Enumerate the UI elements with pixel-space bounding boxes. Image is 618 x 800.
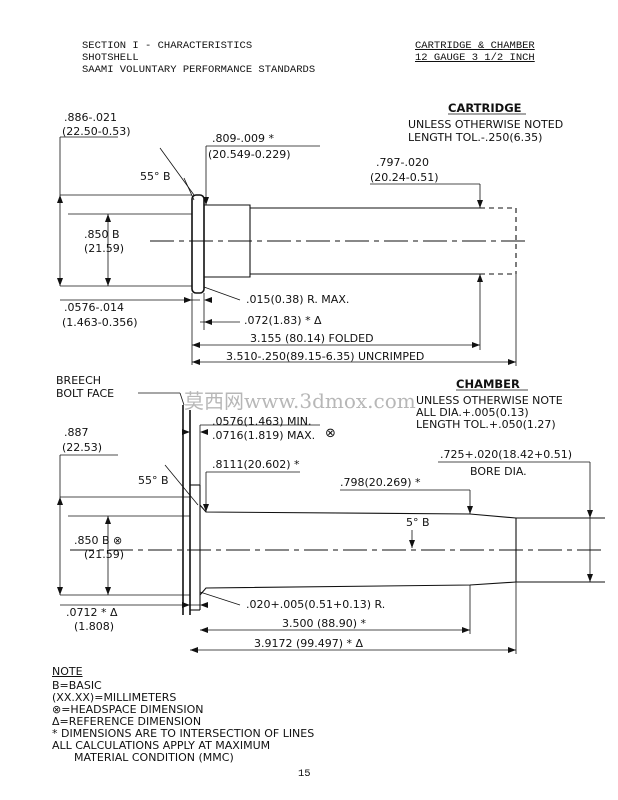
watermark: 莫西网www.3dmox.com: [184, 389, 416, 413]
bore-dia-value: .725+.020(18.42+0.51): [440, 448, 572, 461]
cartridge-tol-2: LENGTH TOL.-.250(6.35): [408, 131, 542, 144]
chamber-length-1: 3.500 (88.90) *: [282, 617, 367, 630]
body-dia-in: .809-.009 *: [212, 132, 274, 145]
headspace-symbol-icon: ⊗: [325, 426, 336, 441]
breech-label-2: BOLT FACE: [56, 387, 114, 400]
note-item: * DIMENSIONS ARE TO INTERSECTION OF LINE…: [52, 727, 315, 740]
header-subject: CARTRIDGE & CHAMBER: [415, 40, 535, 52]
chamber-tol-2: ALL DIA.+.005(0.13): [416, 406, 529, 419]
chamber-tol-1: UNLESS OTHERWISE NOTE: [416, 394, 563, 407]
chamber-length-2: 3.9172 (99.497) * Δ: [254, 637, 364, 650]
cartridge-radius: .015(0.38) R. MAX.: [246, 293, 349, 306]
chamber-radius: .020+.005(0.51+0.13) R.: [246, 598, 385, 611]
breech-label-1: BREECH: [56, 374, 101, 387]
note-item: ⊗=HEADSPACE DIMENSION: [52, 703, 204, 716]
header-gauge: 12 GAUGE 3 1/2 INCH: [415, 52, 535, 64]
body-dia-mm: (20.549-0.229): [208, 148, 291, 161]
bore-dia-label: BORE DIA.: [470, 465, 527, 478]
rim-len-in: .0712 * Δ: [66, 606, 118, 619]
chamber-drawing: [57, 392, 605, 654]
note-item: (XX.XX)=MILLIMETERS: [52, 691, 177, 704]
mouth-dia-mm: (20.24-0.51): [370, 171, 439, 184]
folded-length: 3.155 (80.14) FOLDED: [250, 332, 374, 345]
rim-thk-mm: (1.463-0.356): [62, 316, 138, 329]
base-length: .072(1.83) * Δ: [244, 314, 322, 327]
cartridge-head-dia-mm: (21.59): [84, 242, 124, 255]
note-item: ALL CALCULATIONS APPLY AT MAXIMUM: [52, 739, 271, 752]
note-item: MATERIAL CONDITION (MMC): [74, 751, 234, 764]
cone-angle: 5° B: [406, 516, 430, 529]
note-item: B=BASIC: [52, 679, 102, 692]
chamber-head-dia-mm: (21.59): [84, 548, 124, 561]
header-category: SHOTSHELL: [82, 52, 139, 64]
dia-887-mm: (22.53): [62, 441, 102, 454]
chamber-title: CHAMBER: [456, 377, 520, 391]
cartridge-angle: 55° B: [140, 170, 171, 183]
note-item: Δ=REFERENCE DIMENSION: [52, 715, 202, 728]
note-heading: NOTE: [52, 665, 83, 678]
rim-dia-mm: (22.50-0.53): [62, 125, 131, 138]
mouth-dia-in: .797-.020: [376, 156, 429, 169]
page-number: 15: [298, 768, 311, 780]
chamber-tol-3: LENGTH TOL.+.050(1.27): [416, 418, 556, 431]
rim-dia-in: .886-.021: [64, 111, 117, 124]
dia-798: .798(20.269) *: [340, 476, 421, 489]
headspace-min: .0576(1.463) MIN.: [212, 415, 312, 428]
dia-8111: .8111(20.602) *: [212, 458, 300, 471]
cartridge-drawing: [57, 136, 530, 366]
rim-len-mm: (1.808): [74, 620, 114, 633]
dia-887-in: .887: [64, 426, 89, 439]
cartridge-title: CARTRIDGE: [448, 101, 522, 115]
chamber-angle: 55° B: [138, 474, 169, 487]
uncrimped-length: 3.510-.250(89.15-6.35) UNCRIMPED: [226, 350, 424, 363]
headspace-max: .0716(1.819) MAX.: [212, 429, 315, 442]
header-standard: SAAMI VOLUNTARY PERFORMANCE STANDARDS: [82, 64, 316, 76]
cartridge-tol-1: UNLESS OTHERWISE NOTED: [408, 118, 563, 131]
cartridge-head-dia-in: .850 B: [84, 228, 120, 241]
rim-thk-in: .0576-.014: [64, 301, 124, 314]
header-section: SECTION I - CHARACTERISTICS: [82, 40, 253, 52]
chamber-head-dia-in: .850 B ⊗: [74, 534, 122, 547]
